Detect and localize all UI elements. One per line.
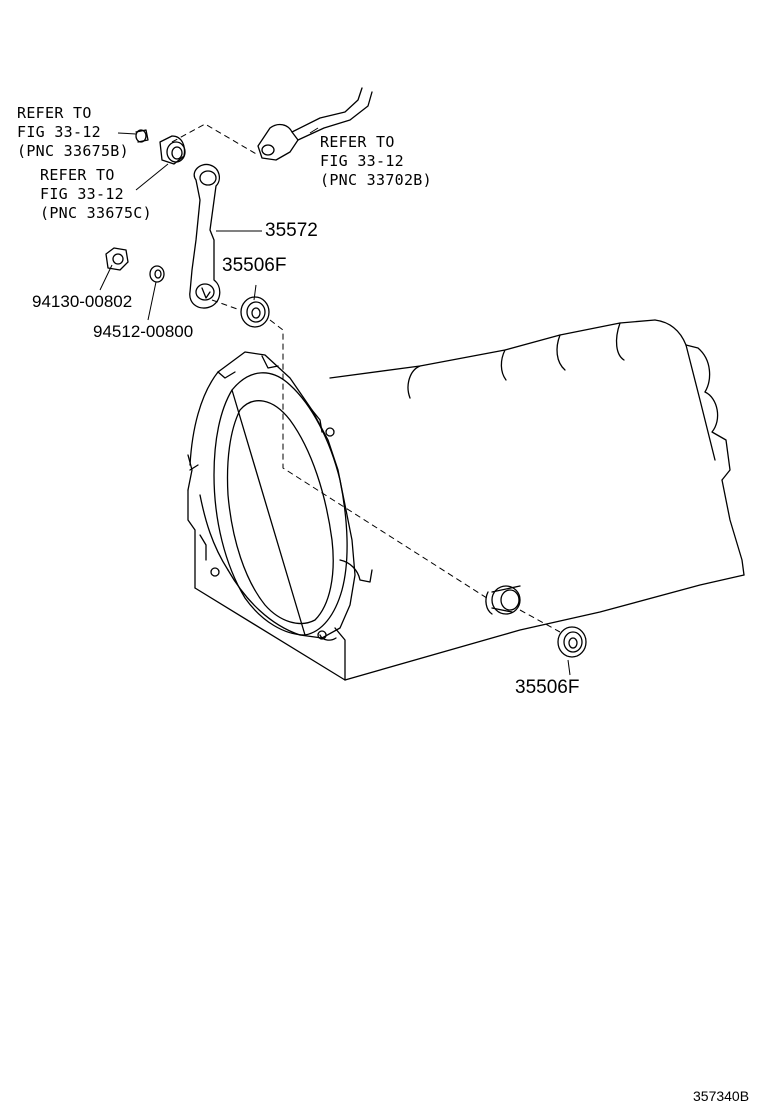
ref-a-line2: FIG 33-12 [17, 123, 101, 141]
part-number-seal-upper: 35506F [222, 255, 287, 276]
part-number-washer: 94512-00800 [93, 322, 194, 341]
ref-b-line1: REFER TO [40, 166, 115, 184]
ref-c-line2: FIG 33-12 [320, 152, 404, 170]
part-number-lever: 35572 [265, 220, 318, 241]
clip [135, 129, 149, 143]
ref-b-line3: (PNC 33675C) [40, 204, 152, 222]
part-number-seal-lower: 35506F [515, 677, 580, 698]
shift-lever [189, 163, 221, 309]
ref-a-line1: REFER TO [17, 104, 92, 122]
seal-upper [240, 296, 270, 328]
ref-b-line2: FIG 33-12 [40, 185, 124, 203]
washer [149, 265, 165, 283]
cable-end [257, 87, 373, 161]
part-number-nut: 94130-00802 [32, 292, 133, 311]
bushing [159, 135, 186, 165]
ref-c-line1: REFER TO [320, 133, 395, 151]
seal-lower [557, 626, 587, 658]
diagram-code: 357340B [693, 1088, 750, 1104]
ref-a-line3: (PNC 33675B) [17, 142, 129, 160]
ref-c-line3: (PNC 33702B) [320, 171, 432, 189]
nut [105, 247, 129, 271]
transmission-case [187, 319, 745, 681]
